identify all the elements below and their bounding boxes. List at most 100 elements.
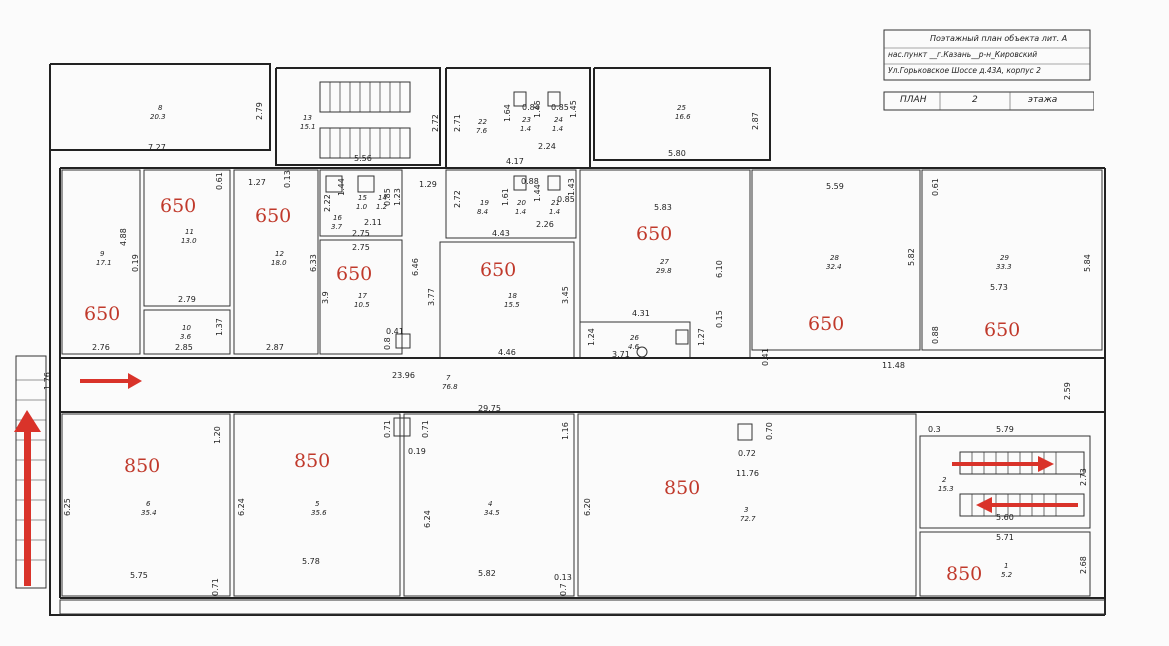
dimension-label: 0.41: [386, 327, 404, 336]
room-labels: 8 20.3 13 15.1 22 7.6 23 1.4 24 1.4 25 1…: [96, 104, 1013, 579]
arrow-right-corridor-icon: [80, 373, 142, 389]
room-label-7: 7: [446, 374, 451, 382]
room-label-19: 19: [480, 199, 489, 207]
room-area-7: 76.8: [442, 383, 458, 391]
room-area-25: 16.6: [675, 113, 691, 121]
room-label-12: 12: [275, 250, 284, 258]
room-label-27: 27: [660, 258, 669, 266]
floor-word: этажа: [1028, 95, 1058, 105]
dimension-label: 2.79: [255, 102, 264, 120]
room-label-16: 16: [333, 214, 342, 222]
dimension-label: 1.44: [533, 184, 542, 202]
room-label-29: 29: [1000, 254, 1009, 262]
room-area-11: 13.0: [181, 237, 197, 245]
rent-mark: 650: [84, 303, 120, 325]
dimension-label: 0.70: [765, 422, 774, 440]
stairs-north: [319, 81, 411, 159]
rent-mark: 850: [664, 477, 700, 499]
room-label-1: 1: [1004, 562, 1008, 570]
dimension-label: 0.19: [131, 254, 140, 272]
dimension-label: 1.23: [393, 188, 402, 206]
room-label-14: 14: [378, 194, 387, 202]
dimension-label: 3.71: [612, 350, 630, 359]
dimension-label: 1.45: [533, 100, 542, 118]
dimension-label: 0.88: [931, 326, 940, 344]
dimension-label: 3.45: [561, 286, 570, 304]
dimension-label: 3.9: [321, 291, 330, 304]
title-block-location: нас.пункт __г.Казань__р-н_Кировский: [888, 50, 1038, 59]
rent-mark: 850: [124, 455, 160, 477]
outer-walls: [49, 63, 1106, 616]
dimension-label: 6.20: [583, 498, 592, 516]
dimension-label: 1.27: [697, 328, 706, 346]
room-area-27: 29.8: [656, 267, 672, 275]
dimension-label: 5.78: [302, 557, 320, 566]
dimension-label: 5.80: [668, 149, 686, 158]
dimension-label: 1.37: [215, 318, 224, 336]
dimension-label: 5.60: [996, 513, 1014, 522]
dimension-label: 0.13: [554, 573, 572, 582]
room-area-14: 1.2: [376, 203, 388, 211]
room-area-4: 34.5: [484, 509, 500, 517]
room-label-20: 20: [517, 199, 526, 207]
dimension-label: 0.61: [931, 178, 940, 196]
dimension-label: 5.82: [478, 569, 496, 578]
dimension-label: 2.71: [453, 114, 462, 132]
dimension-label: 4.46: [498, 348, 516, 357]
dimension-label: 0.61: [215, 172, 224, 190]
rent-mark: 650: [984, 319, 1020, 341]
room-label-9: 9: [100, 250, 105, 258]
room-area-12: 18.0: [271, 259, 287, 267]
room-area-20: 1.4: [515, 208, 526, 216]
rent-mark: 650: [255, 205, 291, 227]
dimension-label: 2.87: [266, 343, 284, 352]
room-label-22: 22: [478, 118, 487, 126]
dimension-label: 2.76: [92, 343, 110, 352]
title-block-address: Ул.Горьковское Шоссе д.43А, корпус 2: [888, 66, 1041, 75]
dimension-label: 0.3: [928, 425, 941, 434]
dimension-label: 0.85: [557, 195, 575, 204]
room-label-23: 23: [522, 116, 531, 124]
rent-mark: 650: [808, 313, 844, 335]
dimension-label: 4.17: [506, 157, 524, 166]
dimension-label: 2.75: [352, 243, 370, 252]
arrow-left-stair-icon: [976, 497, 1078, 513]
dimension-label: 0.72: [738, 449, 756, 458]
dimension-label: 2.24: [538, 142, 556, 151]
room-area-21: 1.4: [549, 208, 560, 216]
room-label-13: 13: [303, 114, 312, 122]
title-block-frame: [883, 29, 1094, 111]
dimension-label: 0.41: [761, 348, 770, 366]
room-label-11: 11: [185, 228, 194, 236]
dimension-label: 29.75: [478, 404, 501, 413]
dimension-label: 5.75: [130, 571, 148, 580]
rent-mark: 650: [336, 263, 372, 285]
dimension-label: 2.68: [1079, 556, 1088, 574]
dimension-label: 1.27: [248, 178, 266, 187]
dimension-label: 6.33: [309, 254, 318, 272]
room-area-6: 35.4: [141, 509, 157, 517]
room-area-22: 7.6: [476, 127, 488, 135]
room-label-28: 28: [830, 254, 839, 262]
room-area-10: 3.6: [180, 333, 192, 341]
dimension-labels: 7.27 2.79 5.56 2.72 2.71 4.17 1.64 1.45 …: [43, 100, 1092, 596]
room-label-4: 4: [488, 500, 492, 508]
room-area-5: 35.6: [311, 509, 327, 517]
dimension-label: 4.43: [492, 229, 510, 238]
dimension-label: 23.96: [392, 371, 415, 380]
dimension-label: 0.71: [421, 420, 430, 438]
rent-annotations: 650 650 650 650 650 650 650 650 850 850 …: [84, 195, 1020, 585]
dimension-label: 3.77: [427, 288, 436, 306]
room-area-18: 15.5: [504, 301, 520, 309]
dimension-label: 2.59: [1063, 382, 1072, 400]
room-area-16: 3.7: [331, 223, 343, 231]
room-label-15: 15: [358, 194, 367, 202]
room-area-24: 1.4: [552, 125, 563, 133]
room-area-8: 20.3: [150, 113, 166, 121]
room-area-13: 15.1: [300, 123, 316, 131]
room-label-17: 17: [358, 292, 367, 300]
dimension-label: 2.26: [536, 220, 554, 229]
dimension-label: 4.31: [632, 309, 650, 318]
dimension-label: 2.72: [431, 114, 440, 132]
